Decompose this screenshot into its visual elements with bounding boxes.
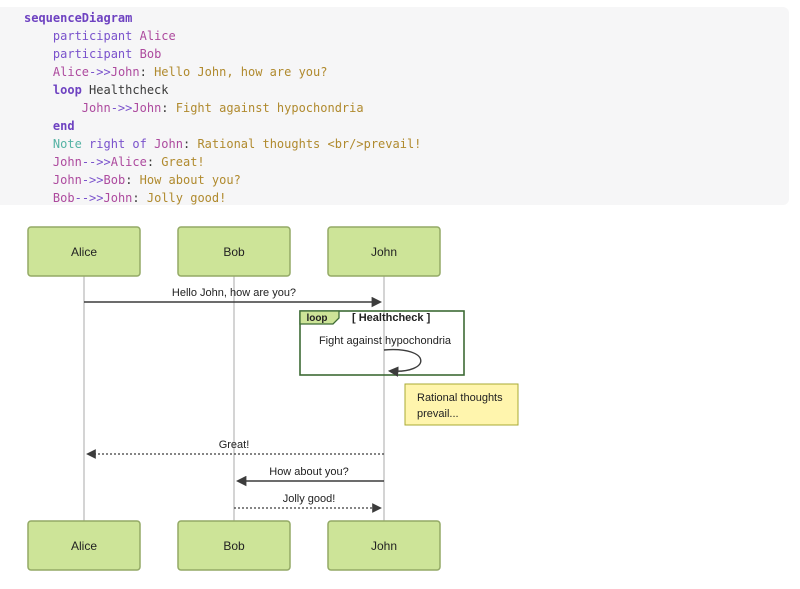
actor-label-alice-bottom: Alice [71,539,97,553]
code-line: sequenceDiagram [24,11,133,25]
actor-label-bob-top: Bob [223,245,245,259]
actor-label-alice-top: Alice [71,245,97,259]
code-line: loop Healthcheck [52,83,169,97]
actor-box-bob-bottom [177,520,291,571]
loop-title: [ Healthcheck ] [352,312,431,324]
note-text-line1: Rational thoughts [417,392,503,404]
code-block: sequenceDiagram participant Alice partic… [0,7,789,205]
actor-label-john-top: John [371,245,397,259]
actor-label-john-bottom: John [371,539,397,553]
message-label-great: Great! [219,439,250,451]
actor-box-alice-top [27,226,141,277]
actor-label-bob-bottom: Bob [223,539,245,553]
sequence-diagram-source-code: sequenceDiagram participant Alice partic… [0,7,789,207]
code-line: participant Bob [52,47,162,61]
message-label-jolly: Jolly good! [283,493,336,505]
actor-box-bob-top [177,226,291,277]
message-label-how: How about you? [269,466,349,478]
code-line: John->>John: Fight against hypochondria [81,101,364,115]
loop-frame [299,310,465,376]
code-line: Note right of John: Rational thoughts <b… [52,137,422,151]
note-text-line2: prevail... [417,408,459,420]
code-line: Alice->>John: Hello John, how are you? [52,65,328,79]
loop-message-label: Fight against hypochondria [319,335,452,347]
code-line: participant Alice [52,29,176,43]
actor-box-john-top [327,226,441,277]
loop-tab-label: loop [306,313,327,324]
loop-tab [299,310,340,325]
code-line: Bob-->>John: Jolly good! [52,191,227,205]
message-label-hello: Hello John, how are you? [172,287,296,299]
code-line: John-->>Alice: Great! [52,155,205,169]
code-line: John->>Bob: How about you? [52,173,241,187]
actor-box-alice-bottom [27,520,141,571]
self-message-arrow [383,348,422,377]
code-line: end [52,119,75,133]
note-box [404,383,519,426]
actor-box-john-bottom [327,520,441,571]
